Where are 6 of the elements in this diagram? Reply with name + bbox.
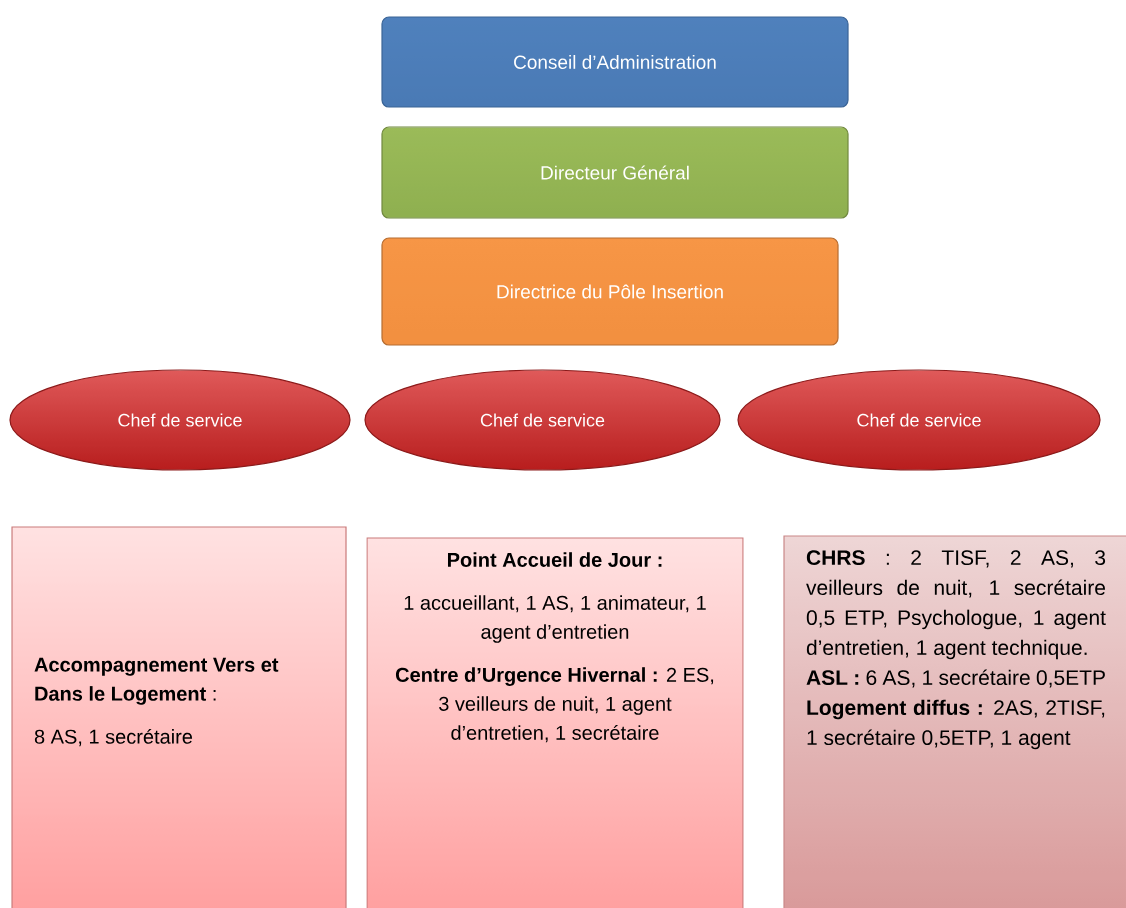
service-box: CHRS : 2 TISF, 2 AS, 3 veilleurs de nuit, 1 secrétaire 0,5 ETP, Psychologue, 1 agent d’entretien, 1 agent technique. ASL : 6 AS, 1 secrétaire 0,5ETP Logement diffus : 2AS, 2TISF, 1 secrétaire 0,5ETP, 1 agent [783, 535, 1126, 908]
director-box: Directrice du Pôle Insertion [381, 237, 839, 346]
director-box: Directeur Général [381, 126, 849, 219]
board-box: Conseil d’Administration [381, 16, 849, 108]
service-box: Point Accueil de Jour : 1 accueillant, 1 AS, 1 animateur, 1 agent d’entretien Centre d’Urgence Hivernal : 2 ES, 3 veilleurs de nuit, 1 agent d’entretien, 1 secrétaire [366, 537, 744, 908]
service-box: Accompagnement Vers et Dans le Logement : 8 AS, 1 secrétaire [11, 526, 347, 908]
